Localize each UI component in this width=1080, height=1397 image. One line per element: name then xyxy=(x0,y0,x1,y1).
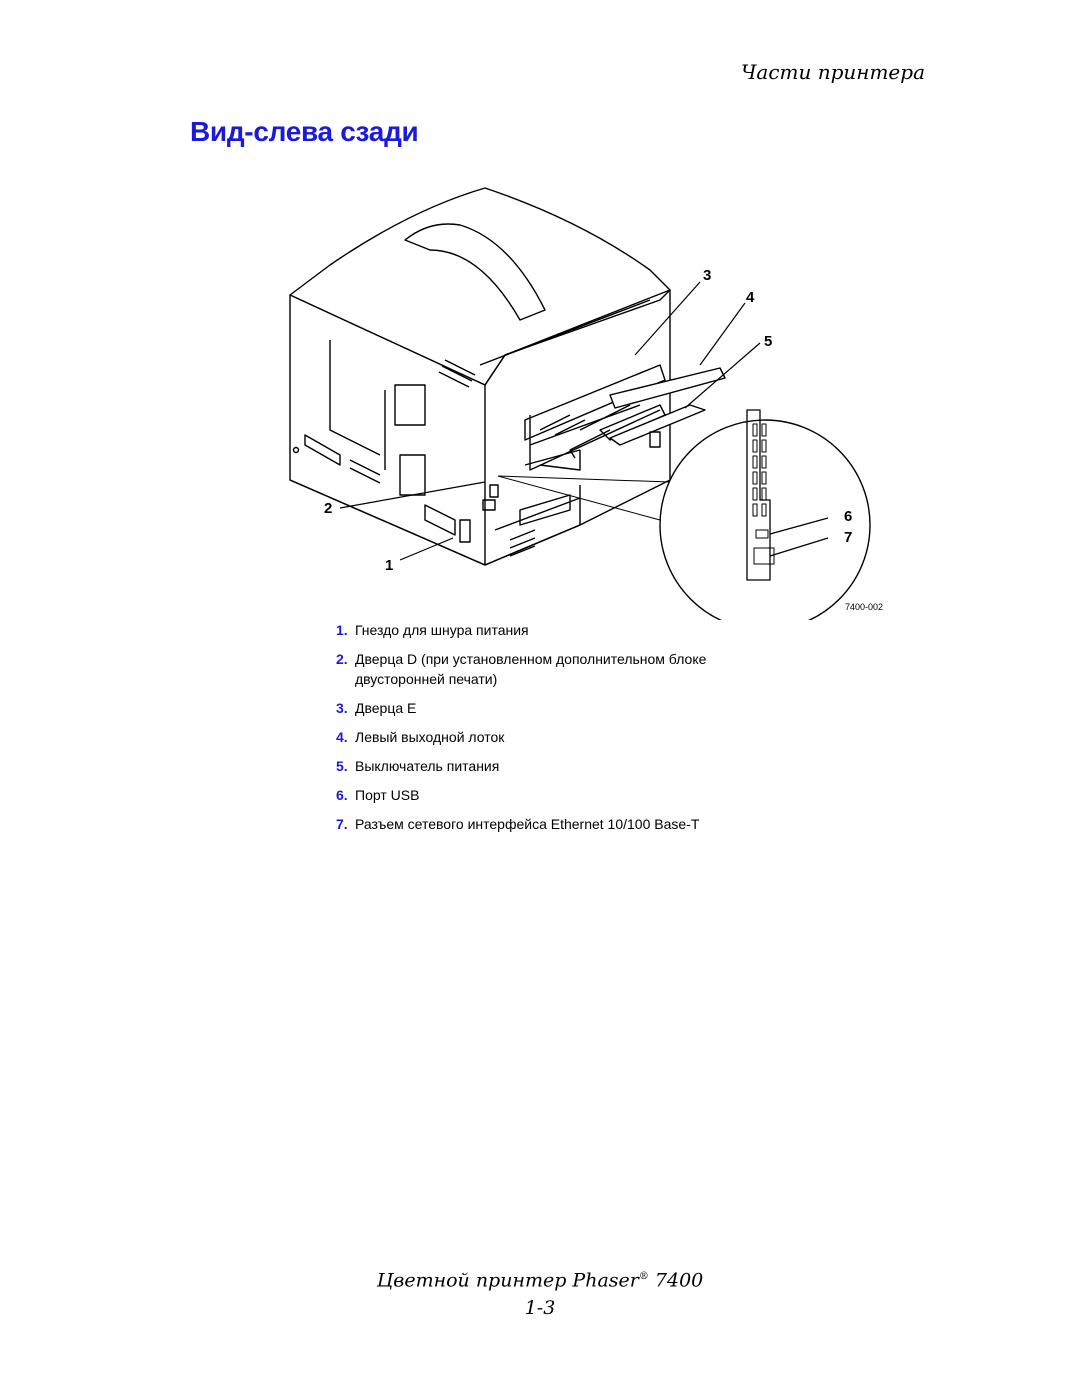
legend-item: 2. Дверца D (при установленном дополнител… xyxy=(336,649,785,689)
legend-item: 7. Разъем сетевого интерфейса Ethernet 10… xyxy=(336,814,785,834)
legend-text: Разъем сетевого интерфейса Ethernet 10/1… xyxy=(355,816,700,832)
legend-number: 6. xyxy=(336,787,348,803)
page-number: 1-3 xyxy=(524,1297,556,1320)
callout-6: 6 xyxy=(844,508,852,525)
callout-1: 1 xyxy=(385,557,393,574)
parts-legend: 1. Гнездо для шнура питания 2. Дверца D (п… xyxy=(336,620,785,843)
page-footer: Цветной принтер Phaser® 7400 1-3 xyxy=(0,1263,1080,1322)
legend-number: 7. xyxy=(336,816,348,832)
printer-illustration: 1 2 3 4 5 6 7 7400-002 xyxy=(280,180,900,620)
callout-7: 7 xyxy=(844,529,852,546)
legend-number: 3. xyxy=(336,700,348,716)
footer-model: 7400 xyxy=(654,1269,704,1292)
legend-item: 1. Гнездо для шнура питания xyxy=(336,620,785,640)
figure-code: 7400-002 xyxy=(845,602,883,612)
legend-item: 4. Левый выходной лоток xyxy=(336,727,785,747)
footer-product-line: Цветной принтер Phaser® 7400 xyxy=(0,1263,1080,1294)
legend-item: 5. Выключатель питания xyxy=(336,756,785,776)
legend-number: 4. xyxy=(336,729,348,745)
footer-product: Цветной принтер Phaser xyxy=(376,1269,639,1292)
legend-text: Гнездо для шнура питания xyxy=(355,622,529,638)
section-header: Части принтера xyxy=(740,60,925,84)
printer-rear-left-view: 1 2 3 4 5 6 7 7400-002 xyxy=(289,187,883,620)
legend-text: Дверца D (при установленном дополнительн… xyxy=(355,651,707,687)
legend-text: Дверца E xyxy=(355,700,417,716)
callout-5: 5 xyxy=(764,333,772,350)
legend-item: 6. Порт USB xyxy=(336,785,785,805)
legend-text: Порт USB xyxy=(355,787,420,803)
legend-text: Левый выходной лоток xyxy=(355,729,505,745)
legend-number: 2. xyxy=(336,651,348,667)
callout-4: 4 xyxy=(746,289,755,306)
registered-mark: ® xyxy=(638,1271,649,1282)
legend-number: 5. xyxy=(336,758,348,774)
legend-item: 3. Дверца E xyxy=(336,698,785,718)
legend-number: 1. xyxy=(336,622,348,638)
callout-3: 3 xyxy=(703,267,711,284)
callout-2: 2 xyxy=(324,500,332,517)
page-title: Вид-слева сзади xyxy=(190,116,419,147)
legend-text: Выключатель питания xyxy=(355,758,500,774)
